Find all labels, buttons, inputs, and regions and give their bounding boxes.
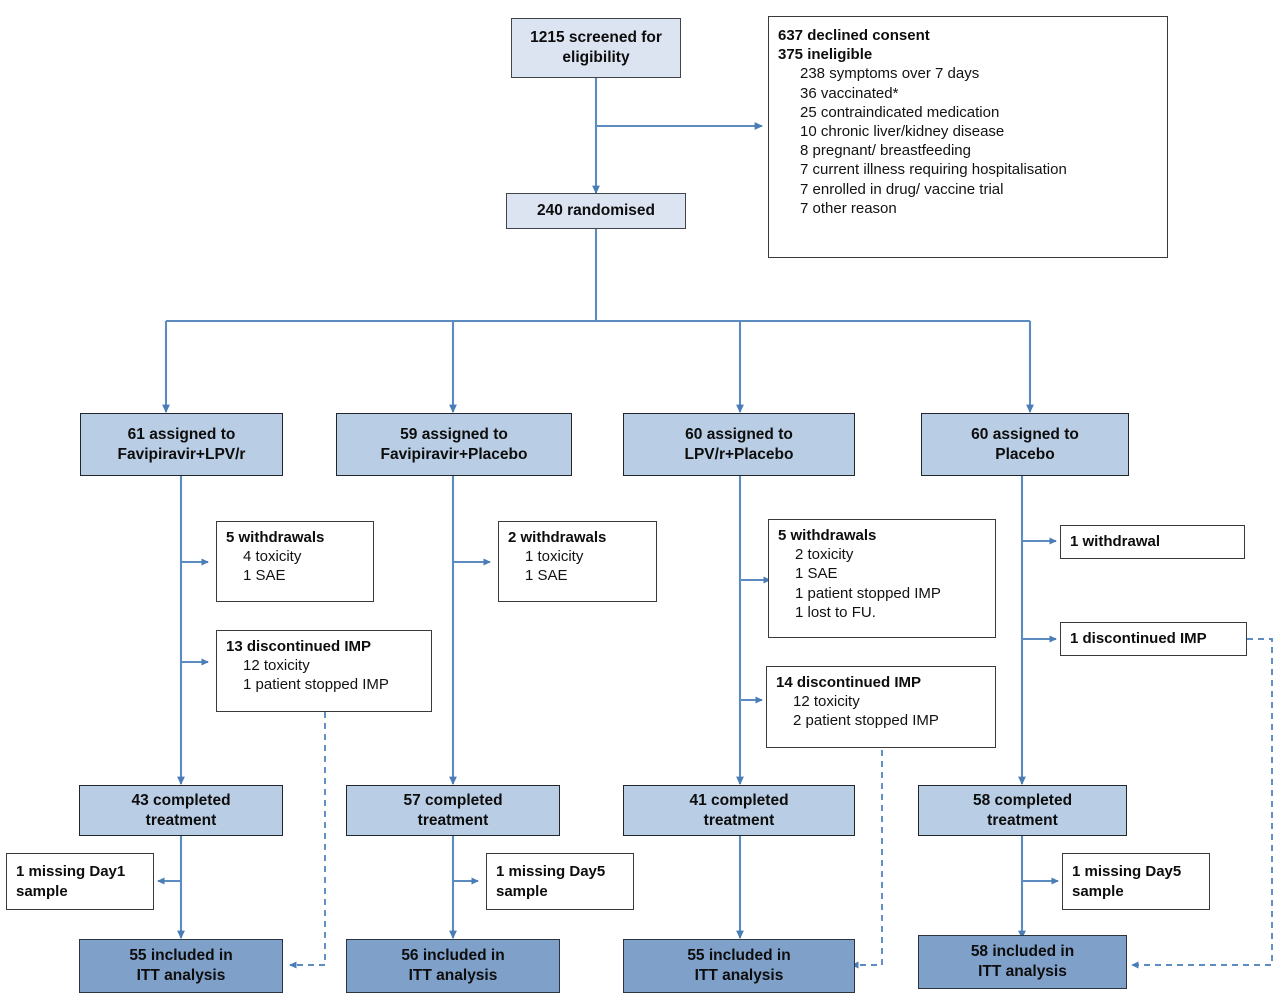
missing-line1: 1 missing Day5 — [496, 863, 606, 881]
itt-line2: ITT analysis — [694, 967, 784, 984]
assigned-line1: 61 assigned to — [127, 425, 236, 443]
discontinued-head: 14 discontinued IMP — [776, 674, 922, 691]
withdrawals-item: 1 patient stopped IMP — [795, 584, 941, 602]
box-discontinued-arm1: 13 discontinued IMP 12 toxicity 1 patien… — [216, 630, 432, 712]
ineligible-count: 375 ineligible — [778, 46, 873, 64]
itt-line2: ITT analysis — [408, 967, 498, 984]
discontinued-item: 2 patient stopped IMP — [793, 712, 939, 730]
ineligible-reason: 36 vaccinated* — [800, 84, 899, 102]
completed-line1: 57 completed — [403, 791, 503, 809]
discontinued-item: 12 toxicity — [793, 693, 860, 711]
missing-line2: sample — [496, 882, 548, 900]
withdrawals-item: 1 lost to FU. — [795, 603, 876, 621]
box-itt-arm4: 58 included in ITT analysis — [918, 935, 1127, 989]
withdrawals-head: 2 withdrawals — [508, 529, 607, 546]
withdrawals-item: 1 SAE — [243, 567, 286, 585]
box-assigned-arm1: 61 assigned to Favipiravir+LPV/r — [80, 413, 283, 476]
itt-line1: 58 included in — [970, 943, 1075, 961]
box-missing-sample-arm2: 1 missing Day5 sample — [486, 853, 634, 910]
declined-consent-count: 637 declined consent — [778, 27, 930, 44]
withdrawals-item: 1 SAE — [525, 567, 568, 585]
ineligible-reason: 7 other reason — [800, 199, 897, 217]
ineligible-reason: 7 current illness requiring hospitalisat… — [800, 161, 1067, 179]
assigned-line1: 60 assigned to — [971, 425, 1079, 443]
discontinued-item: 1 patient stopped IMP — [243, 676, 389, 694]
box-itt-arm1: 55 included in ITT analysis — [79, 939, 283, 993]
box-discontinued-arm4: 1 discontinued IMP — [1060, 622, 1247, 656]
withdrawals-item: 1 toxicity — [525, 548, 584, 566]
box-discontinued-arm3: 14 discontinued IMP 12 toxicity 2 patien… — [766, 666, 996, 748]
box-excluded-reasons: 637 declined consent 375 ineligible 238 … — [768, 16, 1168, 258]
assigned-line1: 60 assigned to — [685, 425, 793, 443]
completed-line1: 43 completed — [131, 791, 231, 809]
withdrawals-head: 1 withdrawal — [1070, 533, 1161, 551]
missing-line2: sample — [16, 882, 68, 900]
box-completed-arm3: 41 completed treatment — [623, 785, 855, 836]
ineligible-reason: 238 symptoms over 7 days — [800, 65, 980, 83]
box-withdrawals-arm3: 5 withdrawals 2 toxicity 1 SAE 1 patient… — [768, 519, 996, 638]
withdrawals-item: 2 toxicity — [795, 546, 854, 564]
assigned-line1: 59 assigned to — [400, 425, 508, 443]
box-completed-arm2: 57 completed treatment — [346, 785, 560, 836]
itt-line2: ITT analysis — [136, 967, 226, 984]
completed-line2: treatment — [145, 811, 217, 829]
itt-line1: 56 included in — [401, 947, 505, 965]
missing-line1: 1 missing Day5 — [1072, 863, 1182, 881]
completed-line2: treatment — [987, 811, 1058, 829]
box-missing-sample-arm4: 1 missing Day5 sample — [1062, 853, 1210, 910]
withdrawals-item: 4 toxicity — [243, 548, 302, 566]
assigned-line2: Favipiravir+Placebo — [380, 445, 528, 463]
box-screened: 1215 screened for eligibility — [511, 18, 681, 78]
box-withdrawals-arm2: 2 withdrawals 1 toxicity 1 SAE — [498, 521, 657, 602]
randomised-label: 240 randomised — [536, 202, 656, 220]
itt-line1: 55 included in — [129, 947, 233, 965]
box-missing-sample-arm1: 1 missing Day1 sample — [6, 853, 154, 910]
box-randomised: 240 randomised — [506, 193, 686, 229]
box-withdrawals-arm4: 1 withdrawal — [1060, 525, 1245, 559]
withdrawals-head: 5 withdrawals — [226, 529, 325, 546]
completed-line1: 41 completed — [689, 791, 789, 809]
withdrawals-head: 5 withdrawals — [778, 527, 877, 544]
completed-line1: 58 completed — [972, 791, 1073, 809]
discontinued-head: 1 discontinued IMP — [1070, 630, 1207, 648]
discontinued-head: 13 discontinued IMP — [226, 638, 372, 655]
box-itt-arm3: 55 included in ITT analysis — [623, 939, 855, 993]
assigned-line2: Placebo — [995, 445, 1055, 463]
screened-line2: eligibility — [562, 49, 630, 66]
withdrawals-item: 1 SAE — [795, 565, 838, 583]
missing-line1: 1 missing Day1 — [16, 863, 126, 881]
box-completed-arm1: 43 completed treatment — [79, 785, 283, 836]
completed-line2: treatment — [417, 811, 489, 829]
assigned-line2: Favipiravir+LPV/r — [117, 445, 246, 463]
screened-line1: 1215 screened for — [530, 29, 662, 47]
box-withdrawals-arm1: 5 withdrawals 4 toxicity 1 SAE — [216, 521, 374, 602]
ineligible-reason: 10 chronic liver/kidney disease — [800, 122, 1005, 140]
itt-line1: 55 included in — [687, 947, 791, 965]
box-assigned-arm2: 59 assigned to Favipiravir+Placebo — [336, 413, 572, 476]
completed-line2: treatment — [703, 811, 775, 829]
missing-line2: sample — [1072, 882, 1124, 900]
box-assigned-arm4: 60 assigned to Placebo — [921, 413, 1129, 476]
ineligible-reason: 25 contraindicated medication — [800, 103, 1000, 121]
discontinued-item: 12 toxicity — [243, 657, 310, 675]
box-itt-arm2: 56 included in ITT analysis — [346, 939, 560, 993]
itt-line2: ITT analysis — [978, 963, 1067, 980]
ineligible-reason: 7 enrolled in drug/ vaccine trial — [800, 180, 1004, 198]
ineligible-reason: 8 pregnant/ breastfeeding — [800, 142, 971, 160]
box-completed-arm4: 58 completed treatment — [918, 785, 1127, 836]
assigned-line2: LPV/r+Placebo — [684, 445, 794, 463]
box-assigned-arm3: 60 assigned to LPV/r+Placebo — [623, 413, 855, 476]
